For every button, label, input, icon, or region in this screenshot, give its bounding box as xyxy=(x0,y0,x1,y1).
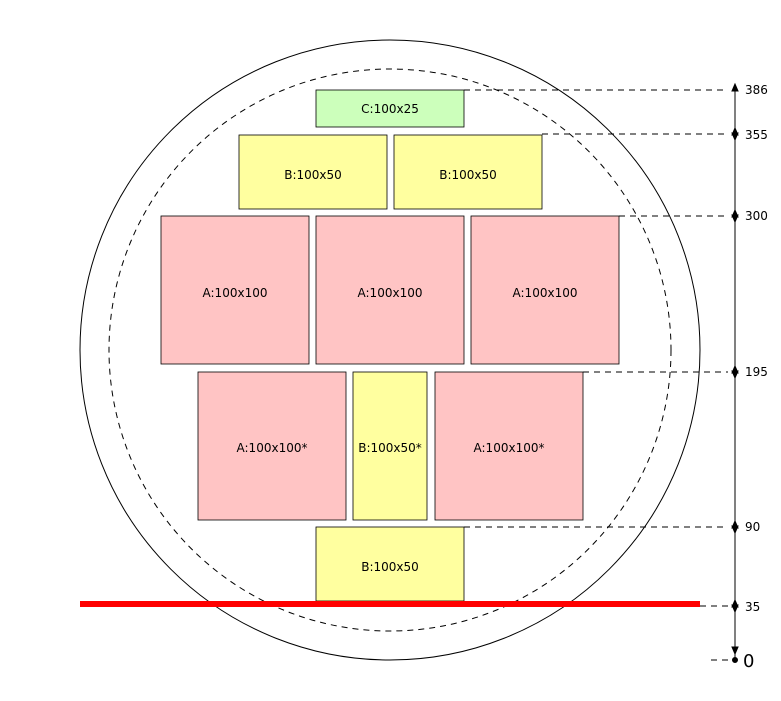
scale-axis xyxy=(731,82,739,663)
block-label: B:100x50 xyxy=(284,168,342,182)
block-b4: B:100x50 xyxy=(315,526,465,602)
arrow-down-0 xyxy=(731,646,739,656)
block-b3: B:100x50* xyxy=(352,371,428,521)
arrow-up-355 xyxy=(731,126,739,136)
level-label-300: 300 xyxy=(745,209,768,223)
level-labels: 386 355 300 195 90 35 0 xyxy=(743,83,768,672)
block-label: A:100x100* xyxy=(474,441,545,455)
block-c1: C:100x25 xyxy=(315,89,465,128)
arrow-up-386 xyxy=(731,82,739,92)
block-a2: A:100x100 xyxy=(315,215,465,365)
level-label-35: 35 xyxy=(745,600,760,614)
level-label-195: 195 xyxy=(745,365,768,379)
level-label-355: 355 xyxy=(745,128,768,142)
level-label-386: 386 xyxy=(745,83,768,97)
block-b2: B:100x50 xyxy=(393,134,543,210)
block-label: B:100x50 xyxy=(361,560,419,574)
block-a4: A:100x100* xyxy=(197,371,347,521)
block-a5: A:100x100* xyxy=(434,371,584,521)
block-label: B:100x50* xyxy=(358,441,422,455)
arrow-up-300 xyxy=(731,208,739,218)
level-label-0: 0 xyxy=(743,651,754,672)
block-a3: A:100x100 xyxy=(470,215,620,365)
inner-dashed-circle xyxy=(108,68,672,632)
level-label-90: 90 xyxy=(745,520,760,534)
block-label: A:100x100 xyxy=(203,286,268,300)
guide-lines xyxy=(464,89,728,661)
arrow-up-90 xyxy=(731,519,739,529)
block-b1: B:100x50 xyxy=(238,134,388,210)
origin-dot xyxy=(732,657,738,663)
block-label: A:100x100* xyxy=(237,441,308,455)
outer-circle xyxy=(79,39,701,661)
block-a1: A:100x100 xyxy=(160,215,310,365)
block-label: B:100x50 xyxy=(439,168,497,182)
arrow-up-195 xyxy=(731,364,739,374)
arrow-up-35 xyxy=(731,598,739,608)
block-label: A:100x100 xyxy=(358,286,423,300)
block-label: A:100x100 xyxy=(513,286,578,300)
block-label: C:100x25 xyxy=(361,102,419,116)
